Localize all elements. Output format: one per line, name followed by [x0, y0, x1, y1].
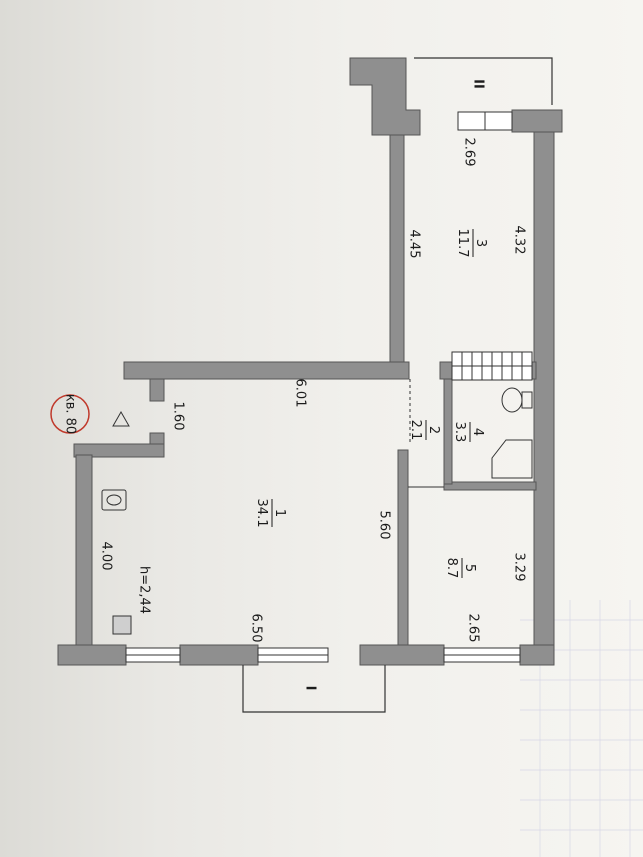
- dimension-label: 1.60: [171, 402, 186, 431]
- background-grid: [520, 600, 643, 857]
- apartment-number-label: кв. 80: [63, 394, 78, 434]
- windows: [125, 111, 521, 663]
- room-number: 5: [462, 564, 477, 572]
- dimension-label: 6.50: [249, 614, 264, 643]
- room-3-label: 3 11.7: [455, 229, 488, 258]
- dimension-label: 6.01: [293, 379, 308, 408]
- room-number: 4: [470, 428, 485, 436]
- entrance-mark-bottom: I: [303, 686, 318, 691]
- room-area: 8.7: [444, 558, 459, 579]
- dimension-label: 2.69: [462, 138, 477, 167]
- room-area: 2.1: [408, 420, 423, 441]
- walls: [57, 57, 563, 666]
- dimension-label: 3.29: [512, 553, 527, 582]
- room-2-label: 2 2.1: [408, 420, 441, 441]
- room-area: 34.1: [254, 499, 269, 528]
- dimension-labels: 6.01 1.60 4.00 6.50 5.60 2.65 3.29 4.32 …: [99, 138, 527, 643]
- balconies: [242, 57, 553, 713]
- dimension-label: 2.65: [466, 614, 481, 643]
- dimension-label: 4.00: [99, 542, 114, 571]
- door-marks: [112, 379, 444, 488]
- room-1-label: 1 34.1: [254, 499, 287, 528]
- room-area: 11.7: [455, 229, 470, 258]
- room-area: 3.3: [452, 422, 467, 443]
- room-4-label: 4 3.3: [452, 422, 485, 443]
- room-number: 2: [426, 426, 441, 434]
- dimension-label: 4.45: [407, 230, 422, 259]
- entrance-mark-top: II: [471, 79, 486, 89]
- apartment-badge: кв. 80: [50, 394, 90, 434]
- dimension-label: 5.60: [377, 511, 392, 540]
- room-number: 1: [272, 509, 287, 517]
- room-number: 3: [473, 239, 488, 247]
- room-5-label: 5 8.7: [444, 558, 477, 579]
- dimension-label: 4.32: [512, 226, 527, 255]
- bath-fixtures: [101, 351, 533, 635]
- ceiling-height-label: h=2,44: [137, 566, 152, 614]
